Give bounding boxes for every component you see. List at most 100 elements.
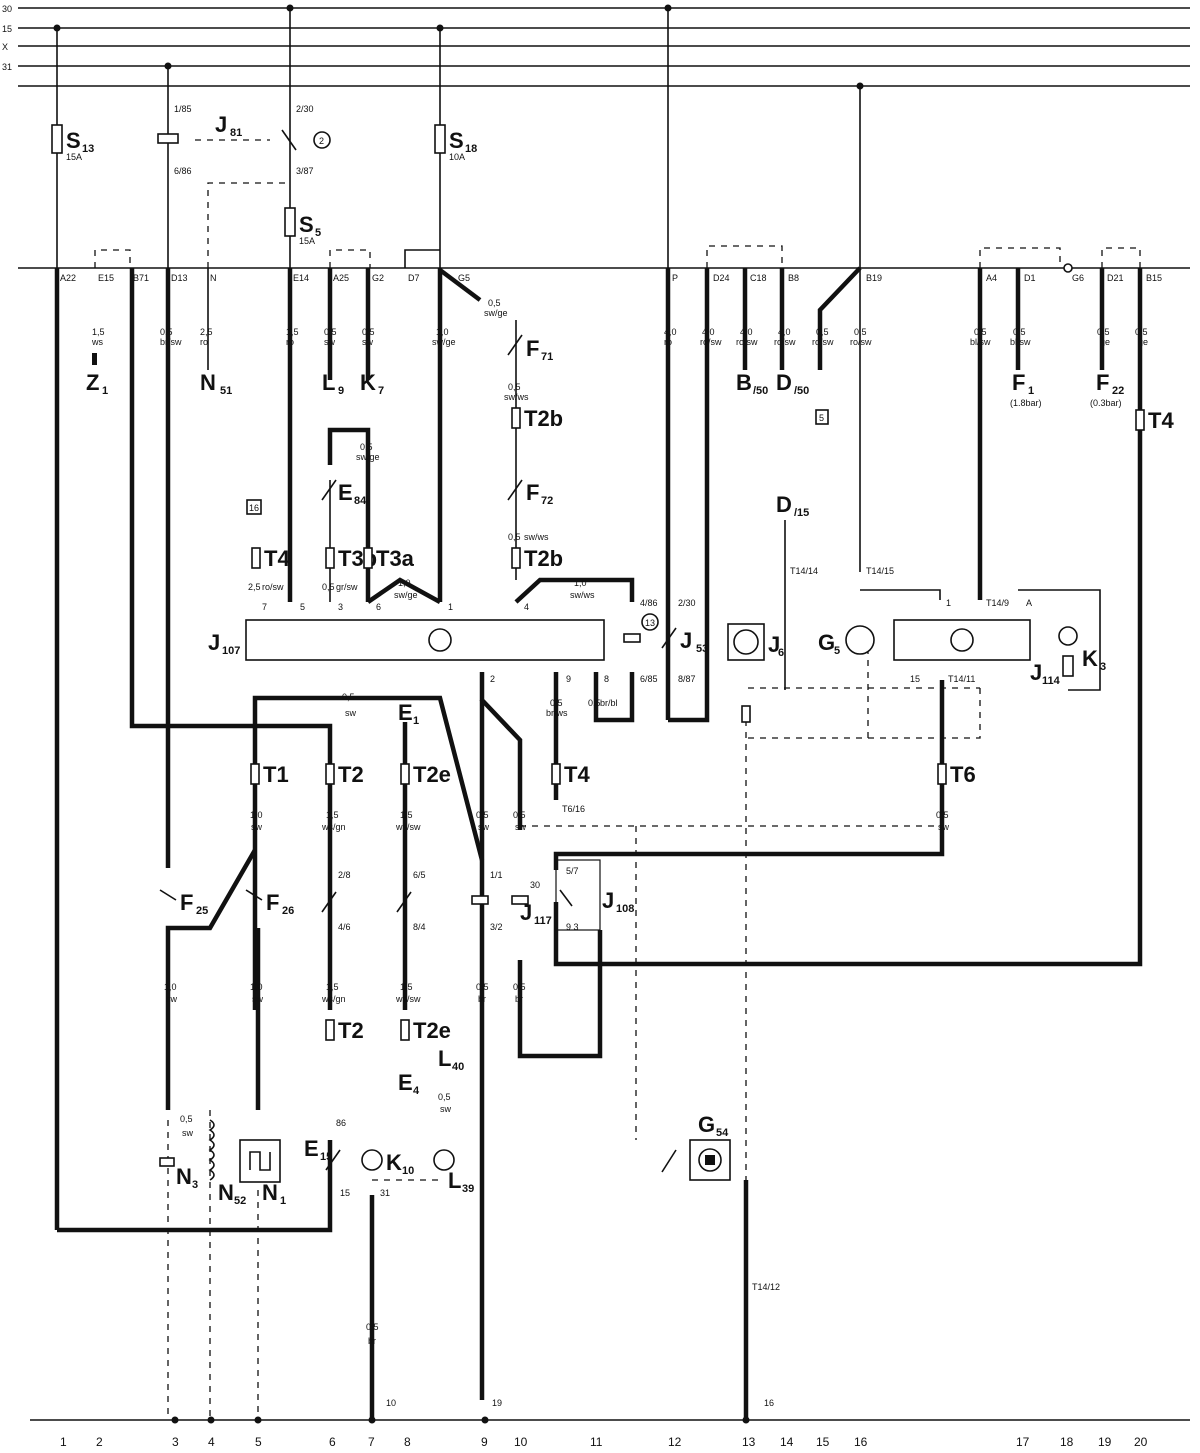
connector-b8: B8 (788, 273, 799, 283)
svg-text:0,5: 0,5 (550, 698, 563, 708)
label-f1: F (1012, 370, 1025, 395)
svg-text:ws/gn: ws/gn (321, 822, 346, 832)
svg-text:1,5: 1,5 (400, 982, 413, 992)
svg-text:7: 7 (262, 602, 267, 612)
svg-text:51: 51 (220, 385, 232, 397)
svg-text:A: A (1026, 598, 1032, 608)
svg-text:ro/sw: ro/sw (812, 337, 834, 347)
connector-b15: B15 (1146, 273, 1162, 283)
svg-text:T14/15: T14/15 (866, 566, 894, 576)
middle-wire-labels: 0,5 sw E 1 1,0 sw 1,5 ws/gn 1,5 ws/sw 0,… (250, 692, 950, 832)
svg-text:T2e: T2e (413, 762, 451, 787)
svg-text:3: 3 (1100, 661, 1106, 673)
connector-c18: C18 (750, 273, 767, 283)
connector-g5: G5 (458, 273, 470, 283)
t-connectors: T4 T3b T3a T2b T2b T4 T1 T2 T2e T4 T6 T2… (250, 406, 1174, 1043)
svg-text:81: 81 (230, 127, 242, 139)
label-l39: L (448, 1168, 461, 1193)
svg-text:16: 16 (249, 503, 259, 513)
svg-text:sw: sw (440, 1104, 452, 1114)
switch-f26: F 26 (245, 889, 294, 917)
upper-wire-labels: 1,5 ws 0,5 br/sw 2,5 ro 1,5 ro 0,5 sw 0,… (91, 298, 1148, 347)
svg-text:ge: ge (1138, 337, 1148, 347)
svg-text:1: 1 (448, 602, 453, 612)
svg-text:30: 30 (530, 880, 540, 890)
svg-text:gr/sw: gr/sw (336, 582, 358, 592)
svg-text:br/sw: br/sw (160, 337, 182, 347)
label-f22: F (1096, 370, 1109, 395)
svg-text:3: 3 (192, 1179, 198, 1191)
svg-text:br: br (515, 994, 523, 1004)
label-l40: L (438, 1046, 451, 1071)
svg-text:5: 5 (315, 227, 321, 239)
svg-text:117: 117 (534, 915, 552, 927)
svg-text:sw/ge: sw/ge (484, 308, 508, 318)
svg-text:17: 17 (1016, 1435, 1030, 1449)
svg-text:8: 8 (604, 674, 609, 684)
connector-d13: D13 (171, 273, 188, 283)
svg-text:ws/sw: ws/sw (395, 822, 421, 832)
svg-text:10: 10 (386, 1398, 396, 1408)
fuse-s5: S 5 15A (284, 207, 321, 246)
svg-text:ro/sw: ro/sw (774, 337, 796, 347)
connector-b71: B71 (133, 273, 149, 283)
label-n1: N (262, 1180, 278, 1205)
svg-text:T14/12: T14/12 (752, 1282, 780, 1292)
svg-text:0,5: 0,5 (438, 1092, 451, 1102)
svg-text:1,0: 1,0 (574, 578, 587, 588)
svg-text:39: 39 (462, 1183, 474, 1195)
svg-text:8/4: 8/4 (413, 922, 426, 932)
svg-text:8/87: 8/87 (678, 674, 696, 684)
label-b50: B (736, 370, 752, 395)
svg-text:19: 19 (1098, 1435, 1112, 1449)
svg-text:10: 10 (402, 1165, 414, 1177)
svg-text:12: 12 (668, 1435, 682, 1449)
bus-lines: 30 15 X 31 (2, 4, 1190, 90)
svg-text:1,0: 1,0 (398, 578, 411, 588)
svg-text:1/85: 1/85 (174, 104, 192, 114)
label-e4: E (398, 1070, 413, 1095)
svg-text:J: J (602, 888, 614, 913)
svg-text:T2e: T2e (413, 1018, 451, 1043)
svg-text:4,0: 4,0 (664, 327, 677, 337)
svg-text:T3a: T3a (376, 546, 415, 571)
svg-text:br: br (478, 994, 486, 1004)
svg-text:1,5: 1,5 (326, 982, 339, 992)
svg-text:9 3: 9 3 (566, 922, 579, 932)
svg-text:0,5: 0,5 (816, 327, 829, 337)
svg-text:10A: 10A (449, 152, 465, 162)
svg-text:J: J (215, 112, 227, 137)
svg-text:40: 40 (452, 1061, 464, 1073)
svg-text:0,5: 0,5 (588, 698, 601, 708)
svg-text:54: 54 (716, 1127, 729, 1139)
label-e1: E (398, 700, 413, 725)
svg-text:K: K (1082, 646, 1098, 671)
svg-text:1,0: 1,0 (164, 982, 177, 992)
svg-text:4/86: 4/86 (640, 598, 658, 608)
svg-text:9: 9 (566, 674, 571, 684)
svg-text:sw: sw (252, 994, 264, 1004)
ground-bus: 10 19 16 (30, 1398, 1190, 1424)
connector-g6: G6 (1072, 273, 1084, 283)
label-n52: N (218, 1180, 234, 1205)
svg-text:6/85: 6/85 (640, 674, 658, 684)
svg-text:26: 26 (282, 905, 294, 917)
svg-text:ge: ge (1100, 337, 1110, 347)
svg-text:15: 15 (320, 1151, 332, 1163)
svg-text:0,5: 0,5 (488, 298, 501, 308)
svg-text:br/bl: br/bl (600, 698, 618, 708)
bus-label-31: 31 (2, 62, 12, 72)
svg-text:3/2: 3/2 (490, 922, 503, 932)
svg-text:9: 9 (338, 385, 344, 397)
switch-f-upper: 2/8 4/6 6/5 8/4 (321, 870, 426, 932)
connector-e14: E14 (293, 273, 309, 283)
svg-text:T1: T1 (263, 762, 289, 787)
svg-text:107: 107 (222, 645, 240, 657)
svg-text:ws: ws (91, 337, 103, 347)
svg-text:72: 72 (541, 495, 553, 507)
svg-text:J: J (680, 628, 692, 653)
svg-text:53: 53 (696, 643, 708, 655)
svg-text:25: 25 (196, 905, 208, 917)
svg-text:ro: ro (200, 337, 208, 347)
svg-text:9: 9 (481, 1435, 488, 1449)
